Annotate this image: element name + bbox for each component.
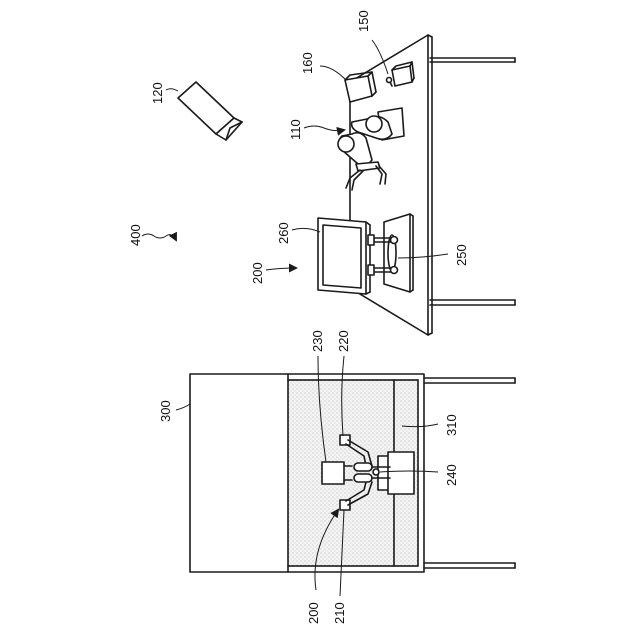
label-200-upper: 200 bbox=[250, 262, 265, 284]
label-200-lower: 200 bbox=[306, 602, 321, 624]
device-head-230 bbox=[322, 462, 344, 484]
label-240: 240 bbox=[444, 464, 459, 486]
camera-120 bbox=[178, 82, 242, 140]
robot-elbow-joint bbox=[338, 136, 354, 152]
label-250: 250 bbox=[454, 244, 469, 266]
monitor-screen bbox=[323, 225, 361, 288]
label-310: 310 bbox=[444, 414, 459, 436]
label-220: 220 bbox=[336, 330, 351, 352]
work-table bbox=[350, 35, 515, 335]
label-120: 120 bbox=[150, 82, 165, 104]
label-230: 230 bbox=[310, 330, 325, 352]
label-400: 400 bbox=[128, 224, 143, 246]
monitor-260 bbox=[318, 218, 370, 294]
label-110: 110 bbox=[288, 119, 303, 140]
robot-shoulder-joint bbox=[366, 116, 382, 132]
label-210: 210 bbox=[332, 602, 347, 624]
label-260: 260 bbox=[276, 222, 291, 244]
label-150: 150 bbox=[356, 10, 371, 32]
enclosure-300 bbox=[190, 374, 515, 572]
label-160: 160 bbox=[300, 52, 315, 74]
label-300: 300 bbox=[158, 400, 173, 422]
